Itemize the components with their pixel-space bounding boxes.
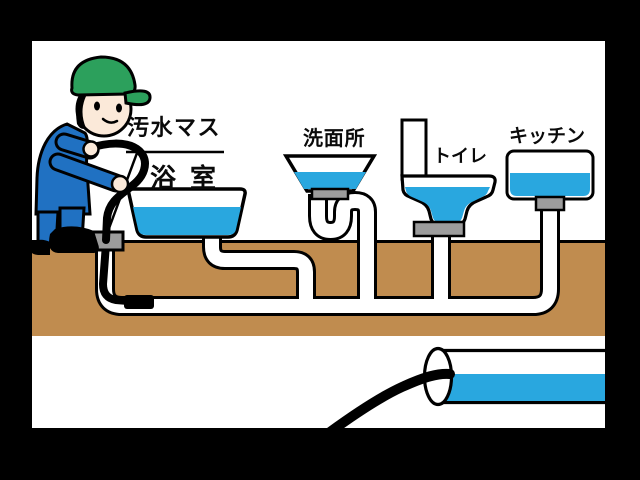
washbasin [282, 154, 378, 201]
worker-right-boot [49, 226, 99, 253]
washbasin-drain-fitting [310, 187, 350, 201]
sewer-pipe-closeup [325, 346, 605, 437]
worker-right-eye [116, 103, 122, 113]
label-bathroom: 浴室 [150, 164, 231, 194]
label-washroom: 洗面所 [303, 126, 366, 150]
kitchen-drain-fitting [534, 195, 566, 212]
bathtub-water [133, 207, 241, 235]
worker-lower-arm [51, 155, 123, 190]
toilet-flange [412, 220, 466, 238]
worker-cap [70, 55, 137, 97]
washbasin-water [294, 172, 366, 189]
cleaning-hose-underground [98, 240, 154, 309]
worker-smile [101, 117, 119, 124]
worker-upper-hand [82, 140, 100, 158]
soil-band [32, 240, 605, 336]
kitchen-sink [505, 149, 595, 212]
sewer-pipe-water [444, 374, 605, 401]
hose-nozzle [124, 295, 154, 309]
worker-left-boot [29, 239, 50, 255]
worker-lower-hand [110, 174, 130, 194]
worker [29, 55, 152, 255]
worker-cap-brim [123, 89, 152, 107]
toilet [400, 118, 497, 238]
toilet-water [405, 187, 490, 223]
label-toilet: トイレ [433, 146, 487, 167]
hose-in-sewer-pipe [325, 368, 455, 437]
kitchen-sink-water [510, 173, 590, 196]
toilet-tank [400, 118, 428, 181]
bathtub [127, 187, 247, 239]
cleaning-hose [86, 139, 149, 244]
label-kitchen: キッチン [509, 125, 586, 147]
worker-left-eye [94, 101, 100, 111]
label-sewage-basin: 汚水マス [127, 116, 222, 141]
